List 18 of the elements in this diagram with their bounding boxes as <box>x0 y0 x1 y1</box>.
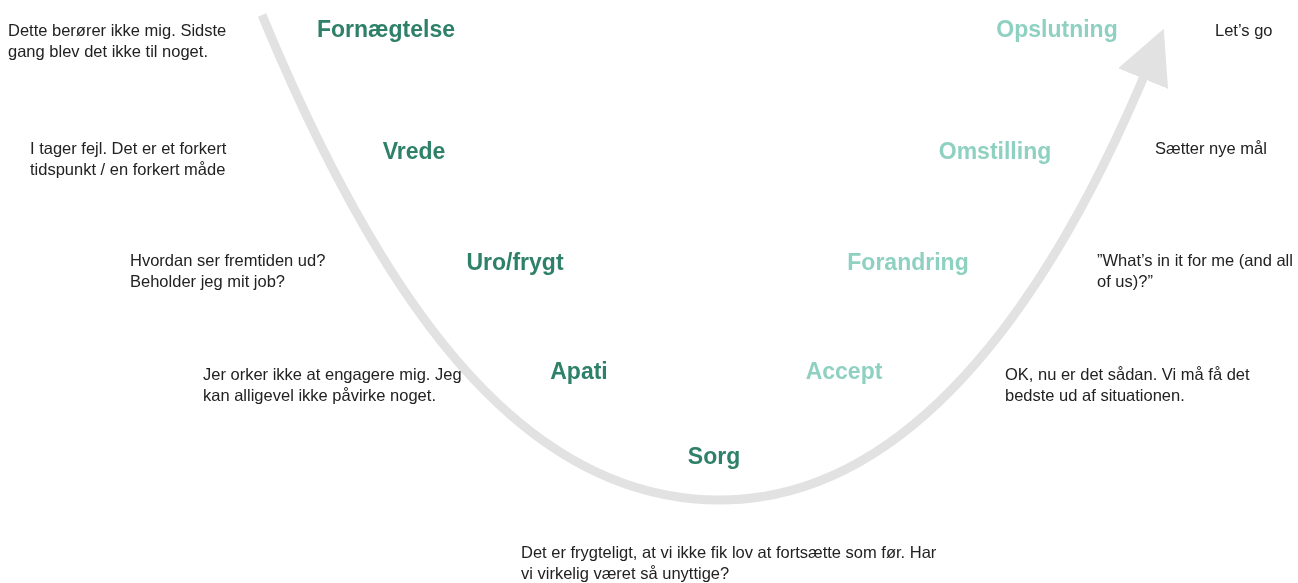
stage-name: Fornægtelse <box>317 15 455 43</box>
stage-name: Vrede <box>382 137 446 165</box>
stage-name: Sorg <box>687 442 741 470</box>
stage-name: Forandring <box>847 248 969 276</box>
quote-text: Let’s go <box>1215 20 1274 41</box>
stage-name: Uro/frygt <box>466 248 564 276</box>
quote-text: I tager fejl. Det er et forkert tidspunkt / en forkert måde <box>30 138 228 180</box>
quote-text: Hvordan ser fremtiden ud? Beholder jeg mit job? <box>130 250 327 292</box>
stage-name: Opslutning <box>996 15 1118 43</box>
quote-text: OK, nu er det sådan. Vi må få det bedste ud af situationen. <box>1005 364 1251 406</box>
quote-text: Dette berører ikke mig. Sidste gang blev det ikke til noget. <box>8 20 228 62</box>
quote-text: Det er frygteligt, at vi ikke fik lov at fortsætte som før. Har vi virkelig været så unyttige? <box>521 542 938 583</box>
quote-text: ”What’s in it for me (and all of us)?” <box>1097 250 1294 292</box>
quote-text: Sætter nye mål <box>1155 138 1268 159</box>
stage-name: Omstilling <box>938 137 1052 165</box>
stage-name: Apati <box>550 357 608 385</box>
stage-name: Accept <box>805 357 883 385</box>
quote-text: Jer orker ikke at engagere mig. Jeg kan alligevel ikke påvirke noget. <box>203 364 463 406</box>
